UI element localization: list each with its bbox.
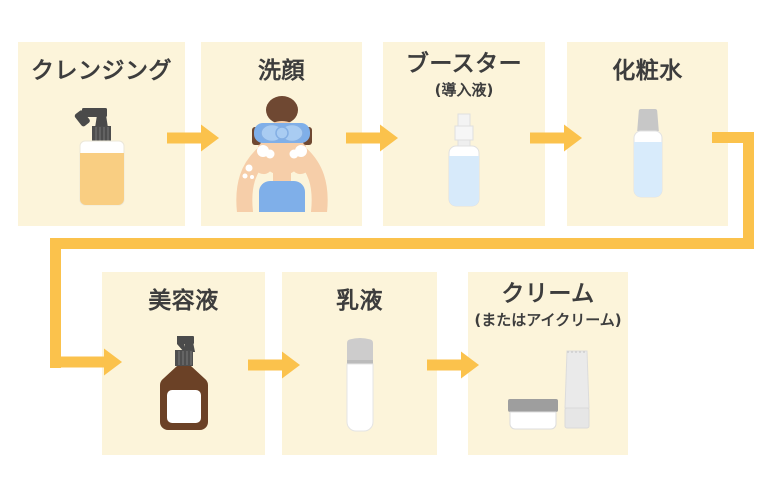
flow-connector-toner-stub [712, 132, 754, 143]
step-sublabel: (導入液) [434, 80, 494, 99]
milky-lotion-bottle-icon [346, 337, 373, 432]
cleansing-pump-bottle-icon [74, 108, 124, 206]
icon-wrap [201, 87, 362, 226]
step-sublabel: (またはアイクリーム) [474, 310, 622, 329]
toner-bottle-icon [633, 109, 662, 198]
serum-pump-bottle-icon [159, 335, 208, 430]
step-box-face-wash: 洗顔 [201, 42, 362, 226]
step-label: クレンジング [31, 58, 172, 84]
face-washing-icon [235, 96, 328, 213]
flow-connector-left-vertical [50, 238, 61, 368]
step-box-cream: クリーム (またはアイクリーム) [468, 272, 628, 455]
icon-wrap [383, 100, 545, 226]
step-box-milky-lotion: 乳液 [282, 272, 437, 455]
icon-wrap [468, 330, 628, 455]
step-label: クリーム [501, 281, 595, 307]
cream-jar-and-tube-icon [508, 350, 590, 430]
icon-wrap [102, 317, 265, 455]
step-box-toner: 化粧水 [567, 42, 728, 226]
icon-wrap [567, 87, 728, 226]
icon-wrap [18, 87, 185, 226]
step-label: 洗顔 [258, 58, 305, 84]
flow-arrow-milky-lotion-to-cream [427, 351, 479, 379]
flow-arrow-into-serum [50, 348, 122, 376]
flow-connector-bottom-horizontal [50, 238, 754, 249]
step-box-serum: 美容液 [102, 272, 265, 455]
flow-arrow-face-wash-to-booster [346, 124, 398, 152]
booster-spray-bottle-icon [448, 113, 480, 207]
step-label: ブースター [405, 51, 523, 77]
step-label: 化粧水 [612, 58, 683, 84]
flow-arrow-booster-to-toner [530, 124, 582, 152]
icon-wrap [282, 317, 437, 455]
flow-arrow-cleansing-to-face-wash [167, 124, 219, 152]
flow-arrow-serum-to-milky-lotion [248, 351, 300, 379]
flow-connector-right-vertical [743, 132, 754, 249]
step-label: 美容液 [148, 288, 219, 314]
step-box-cleansing: クレンジング [18, 42, 185, 226]
step-box-booster: ブースター (導入液) [383, 42, 545, 226]
step-label: 乳液 [336, 288, 383, 314]
